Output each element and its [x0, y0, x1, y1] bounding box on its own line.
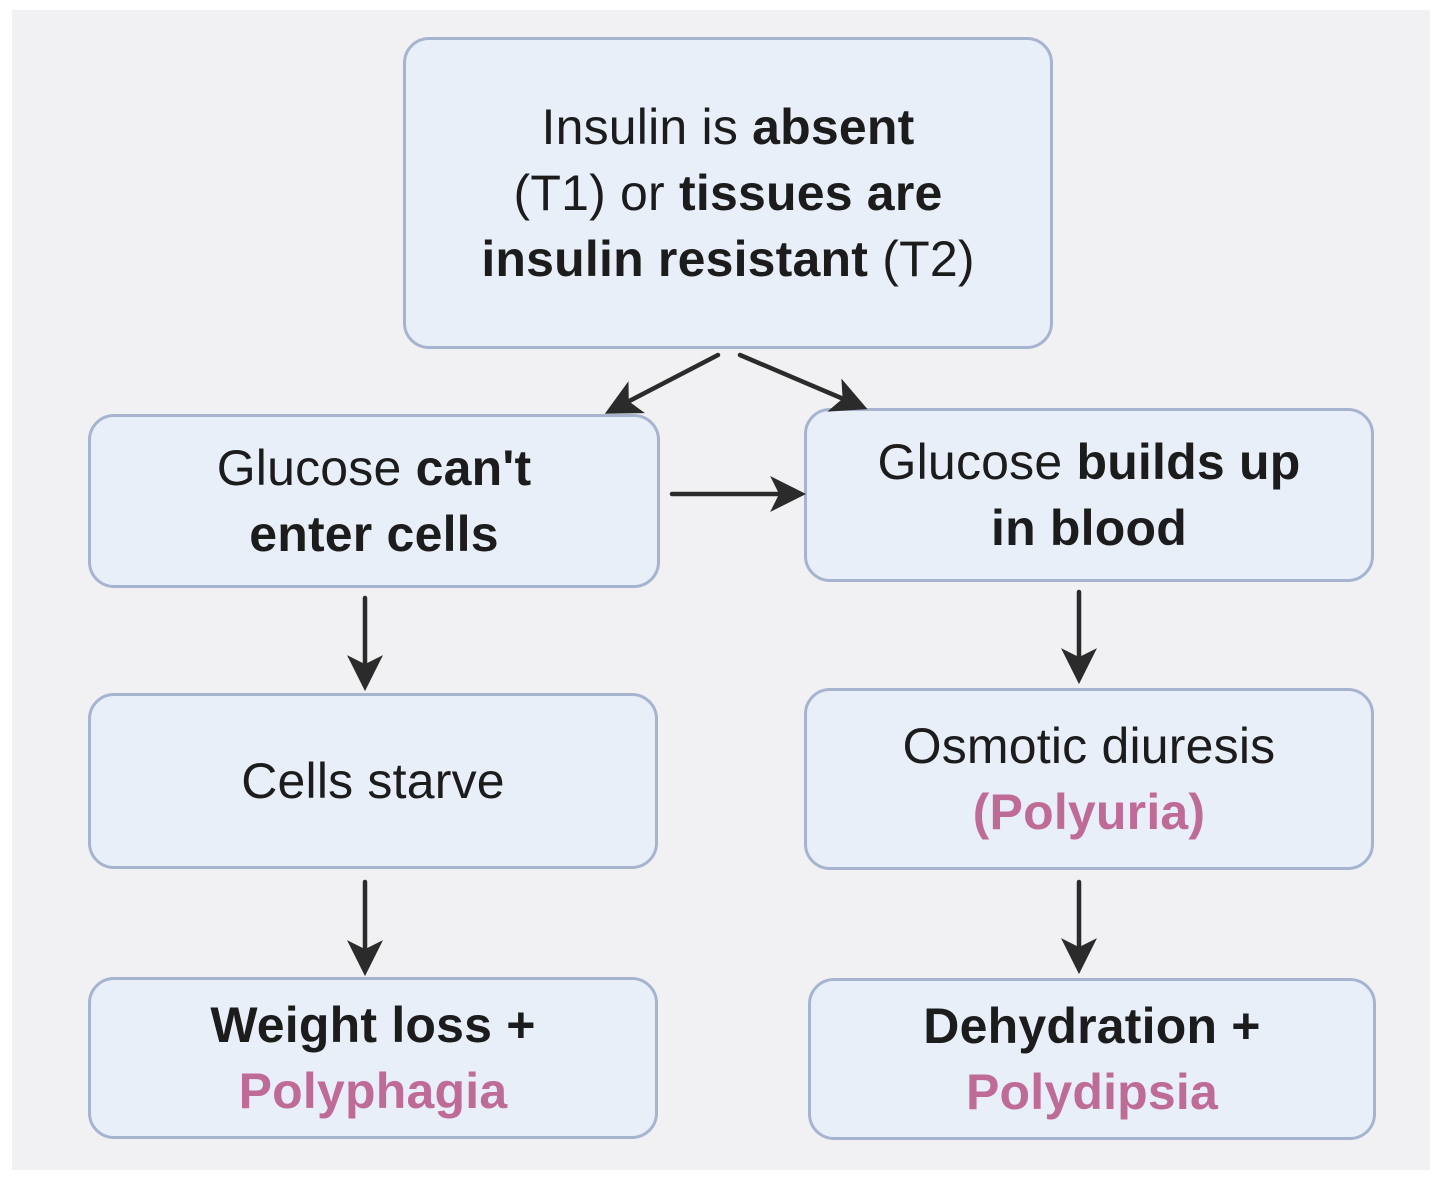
node-insulin-cause: Insulin is absent (T1) or tissues are in… — [403, 37, 1053, 349]
node-weight-loss-polyphagia: Weight loss + Polyphagia — [88, 977, 658, 1139]
node-cells-starve: Cells starve — [88, 693, 658, 869]
node-glucose-builds-up-in-blood: Glucose builds up in blood — [804, 408, 1374, 582]
node-osmotic-diuresis-polyuria: Osmotic diuresis (Polyuria) — [804, 688, 1374, 870]
node-dehydration-polydipsia: Dehydration + Polydipsia — [808, 978, 1376, 1140]
node-glucose-cant-enter-cells: Glucose can't enter cells — [88, 414, 660, 588]
node-insulin-cause-line2: (T1) or tissues are — [513, 165, 943, 221]
node-insulin-cause-line3: insulin resistant (T2) — [481, 231, 975, 287]
node-insulin-cause-line1: Insulin is absent — [541, 99, 915, 155]
